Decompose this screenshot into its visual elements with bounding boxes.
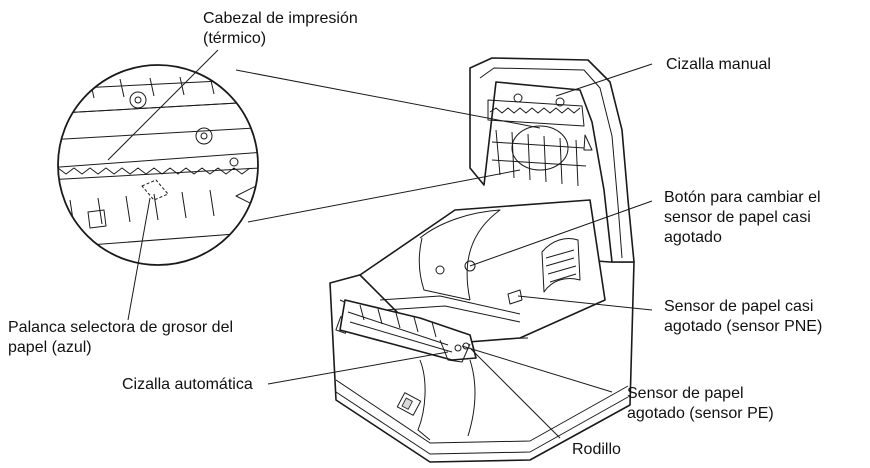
- leader-thickness-lever: [127, 197, 151, 321]
- leader-pne-sensor: [517, 295, 653, 311]
- near-end-switch-button: [464, 260, 476, 272]
- label-thickness-lever: Palanca selectora de grosor del papel (a…: [8, 319, 234, 356]
- label-platen: Rodillo: [572, 441, 621, 458]
- leader-auto-cutter: [267, 351, 449, 385]
- inset-connectors: [235, 69, 541, 223]
- label-near-end-button: Botón para cambiar el sensor de papel ca…: [664, 189, 821, 246]
- magnified-inset: [57, 64, 259, 266]
- leader-near-end-button: [469, 200, 653, 267]
- front-mechanism: [339, 299, 477, 441]
- leader-manual-cutter: [555, 63, 653, 97]
- leader-pe-sensor: [461, 345, 613, 393]
- label-auto-cutter: Cizalla automática: [122, 376, 253, 393]
- manual-cutter-blade: [487, 99, 585, 127]
- leader-print-head: [107, 49, 219, 161]
- label-pe-sensor: Sensor de papel agotado (sensor PE): [627, 385, 774, 422]
- label-manual-cutter: Cizalla manual: [666, 56, 771, 73]
- label-pne-sensor: Sensor de papel casi agotado (sensor PNE…: [664, 298, 823, 335]
- leader-lines: [107, 49, 653, 439]
- label-print-head: Cabezal de impresión (térmico): [203, 10, 358, 47]
- power-switch: [396, 392, 422, 416]
- leader-platen: [469, 347, 561, 439]
- printer-cover: [469, 57, 635, 263]
